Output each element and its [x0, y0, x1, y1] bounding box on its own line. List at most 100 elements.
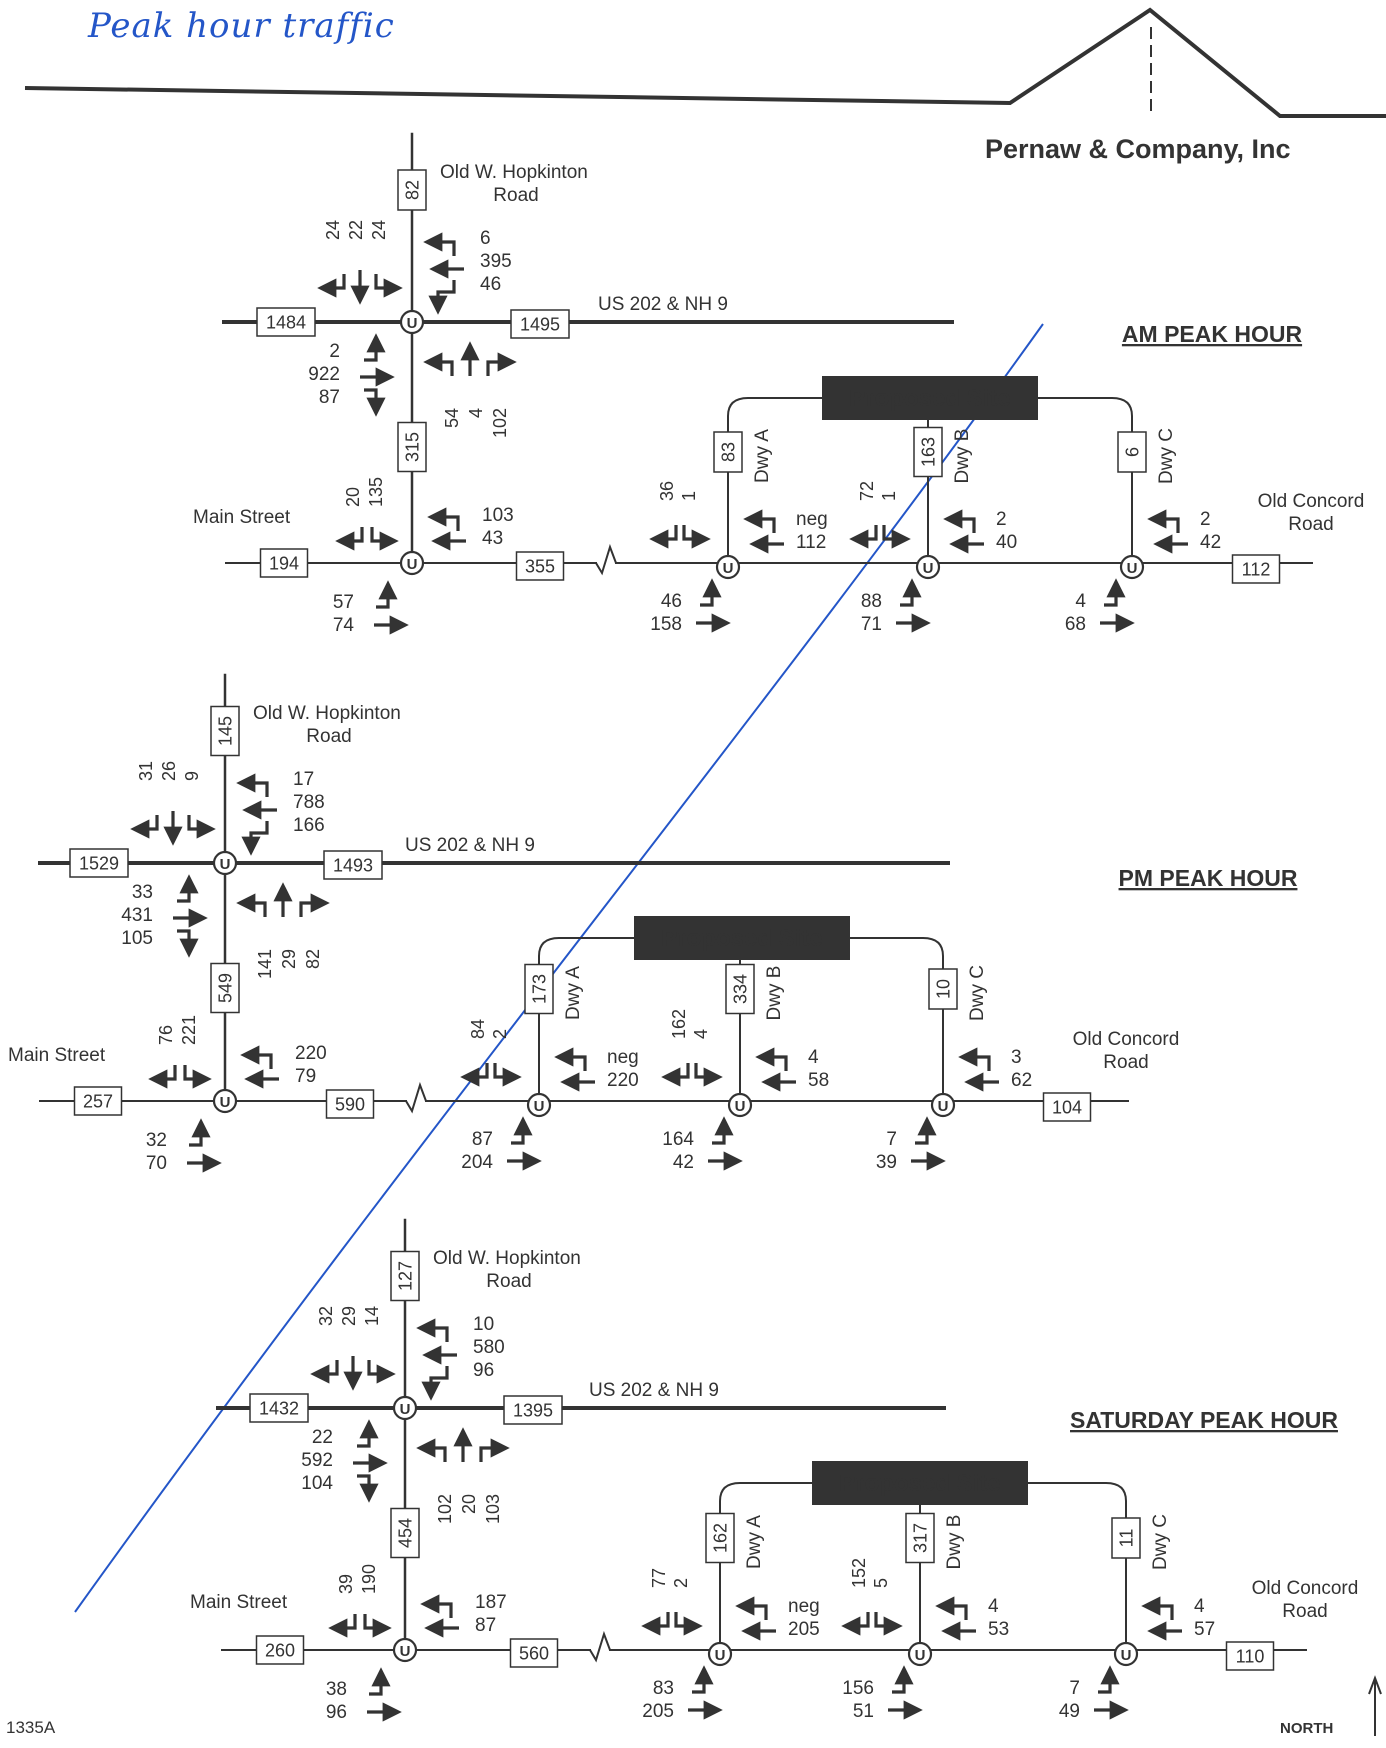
driveway-name: Dwy A [744, 1515, 765, 1569]
street-name: Main Street [8, 1045, 106, 1066]
volume-wb: 40 [996, 532, 1017, 553]
signal-label: U [220, 856, 231, 873]
movement-arrow [236, 893, 267, 917]
volume-wb: 2 [1200, 509, 1211, 530]
volume-box-south [210, 962, 240, 1014]
period-title: PM PEAK HOUR [1119, 865, 1298, 891]
volume-box-north [210, 705, 240, 757]
volume-eb: 922 [308, 364, 340, 385]
volume-wb: 395 [480, 251, 512, 272]
movement-arrow [900, 578, 922, 607]
signal-label: U [1121, 1647, 1132, 1664]
volume-value: 454 [396, 1518, 416, 1548]
volume-value: 560 [519, 1644, 549, 1664]
volume-nb: 102 [435, 1494, 455, 1524]
figure-code: 1335A [6, 1718, 56, 1737]
volume-nb: 29 [279, 949, 299, 969]
signal-symbol [399, 309, 425, 335]
volume-sb: 26 [159, 761, 179, 781]
volume-box-east [1225, 1641, 1275, 1671]
movement-arrow [148, 1065, 177, 1089]
signal-label: U [407, 556, 418, 573]
north-arrow-icon [1368, 1675, 1382, 1736]
movement-arrow [641, 1612, 670, 1636]
signal-symbol [212, 1088, 238, 1114]
volume-wb: 42 [1200, 532, 1221, 553]
period-title: AM PEAK HOUR [1122, 321, 1303, 347]
volume-eb: 87 [472, 1129, 493, 1150]
road-break-jag [405, 1081, 427, 1114]
signal-label: U [735, 1098, 746, 1115]
signal-symbol [212, 850, 238, 876]
volume-eb: 46 [661, 591, 682, 612]
volume-value: 173 [530, 974, 550, 1004]
street-name: Road [1103, 1052, 1148, 1073]
driveway-name: Dwy C [967, 965, 988, 1021]
street-name: Main Street [190, 1592, 288, 1613]
volume-box-north [397, 169, 427, 211]
volume-wb: 10 [473, 1314, 494, 1335]
volume-nb: 102 [490, 408, 510, 438]
driveway-name: Dwy C [1156, 428, 1177, 484]
movement-arrow [493, 1063, 522, 1087]
volume-box-west [256, 307, 316, 337]
signal-label: U [715, 1647, 726, 1664]
street-name: Road [1288, 514, 1333, 535]
road-break-jag [595, 543, 617, 576]
movement-arrow [935, 1596, 968, 1620]
volume-eb: 431 [121, 905, 153, 926]
movement-arrow [376, 580, 398, 609]
signal-symbol [392, 1637, 418, 1663]
volume-wb: 62 [1011, 1070, 1032, 1091]
signal-symbol [526, 1092, 552, 1118]
volume-box-driveway [713, 431, 743, 473]
volume-value: 315 [403, 432, 423, 462]
street-name: Road [493, 185, 538, 206]
volume-eb: 33 [132, 882, 153, 903]
volume-sb: 22 [346, 220, 366, 240]
volume-eb: 4 [1075, 591, 1086, 612]
volume-value: 145 [216, 716, 236, 746]
signal-label: U [938, 1098, 949, 1115]
movement-arrow [511, 1116, 533, 1145]
volume-box-west [249, 1393, 309, 1423]
volume-sb: 162 [669, 1009, 689, 1039]
signal-symbol [915, 554, 941, 580]
volume-value: 163 [919, 437, 939, 467]
volume-value: 104 [1052, 1098, 1082, 1118]
proposed-site-label [634, 916, 850, 960]
proposed-site-text: Proposed Site [839, 1470, 1000, 1497]
volume-eb: 87 [319, 387, 340, 408]
volume-value: 112 [1242, 560, 1271, 580]
street-name: US 202 & NH 9 [405, 835, 535, 856]
volume-eb: 204 [461, 1152, 493, 1173]
street-name: Old W. Hopkinton [253, 703, 401, 724]
signal-label: U [407, 315, 418, 332]
street-name: Old W. Hopkinton [433, 1248, 581, 1269]
driveway-name: Dwy B [764, 966, 785, 1021]
movement-arrow [692, 1665, 714, 1694]
volume-eb: 156 [842, 1678, 874, 1699]
volume-wb: 96 [473, 1360, 494, 1381]
volume-value: 1395 [513, 1401, 553, 1421]
proposed-site-label [822, 376, 1038, 420]
volume-wb: 58 [808, 1070, 829, 1091]
volume-value: 6 [1123, 447, 1143, 457]
volume-value: 83 [719, 442, 739, 462]
street-name: Old Concord [1252, 1578, 1359, 1599]
volume-box-east [515, 551, 565, 581]
volume-value: 355 [525, 557, 555, 577]
volume-sb: 14 [362, 1306, 382, 1326]
signal-symbol [707, 1641, 733, 1667]
site-driveway-loop [719, 1482, 1127, 1650]
volume-nb: 4 [466, 408, 486, 418]
volume-sb: 32 [316, 1306, 336, 1326]
movement-arrow [1147, 509, 1180, 533]
volume-value: 1495 [520, 315, 560, 335]
movement-arrow [241, 821, 269, 856]
pen-stroke-line [74, 323, 1044, 1613]
volume-sb: 77 [649, 1568, 669, 1588]
volume-wb: neg [607, 1047, 639, 1068]
signal-symbol [1113, 1641, 1139, 1667]
